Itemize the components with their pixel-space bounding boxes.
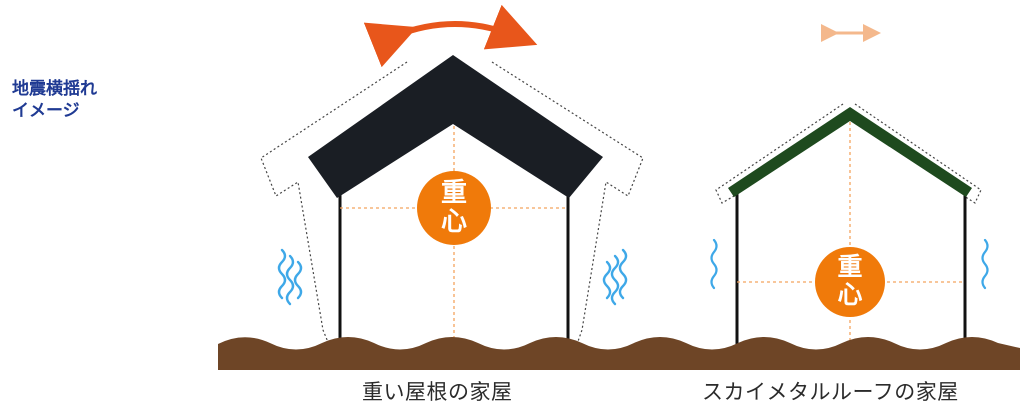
vibration-icon bbox=[710, 238, 718, 290]
sway-outline-left bbox=[260, 61, 408, 348]
heavy-roof-house: 重 心 bbox=[260, 4, 644, 348]
metal-roof-caption: スカイメタルルーフの家屋 bbox=[702, 380, 959, 404]
sway-arrow-icon bbox=[363, 4, 538, 68]
heavy-roof-caption: 重い屋根の家屋 bbox=[362, 380, 513, 404]
sway-outline-left bbox=[715, 103, 844, 204]
side-title: 地震横揺れ イメージ bbox=[12, 78, 97, 122]
heavy-roof bbox=[308, 55, 603, 198]
center-of-gravity-icon: 重 心 bbox=[417, 171, 491, 245]
center-of-gravity-char1: 重 bbox=[837, 252, 862, 281]
side-title-line2: イメージ bbox=[12, 101, 80, 121]
center-of-gravity-char2: 心 bbox=[441, 207, 467, 237]
metal-roof-house: 重 心 bbox=[710, 24, 989, 347]
center-of-gravity-char1: 重 bbox=[441, 178, 467, 208]
sway-outline-right bbox=[491, 61, 644, 348]
vibration-icon bbox=[602, 248, 628, 306]
ground bbox=[218, 337, 1020, 370]
center-of-gravity-icon: 重 心 bbox=[815, 247, 885, 317]
vibration-icon bbox=[277, 248, 303, 306]
house-body bbox=[737, 117, 965, 347]
side-title-line1: 地震横揺れ bbox=[12, 79, 97, 99]
vibration-icon bbox=[981, 238, 989, 290]
center-of-gravity-char2: 心 bbox=[837, 280, 862, 309]
